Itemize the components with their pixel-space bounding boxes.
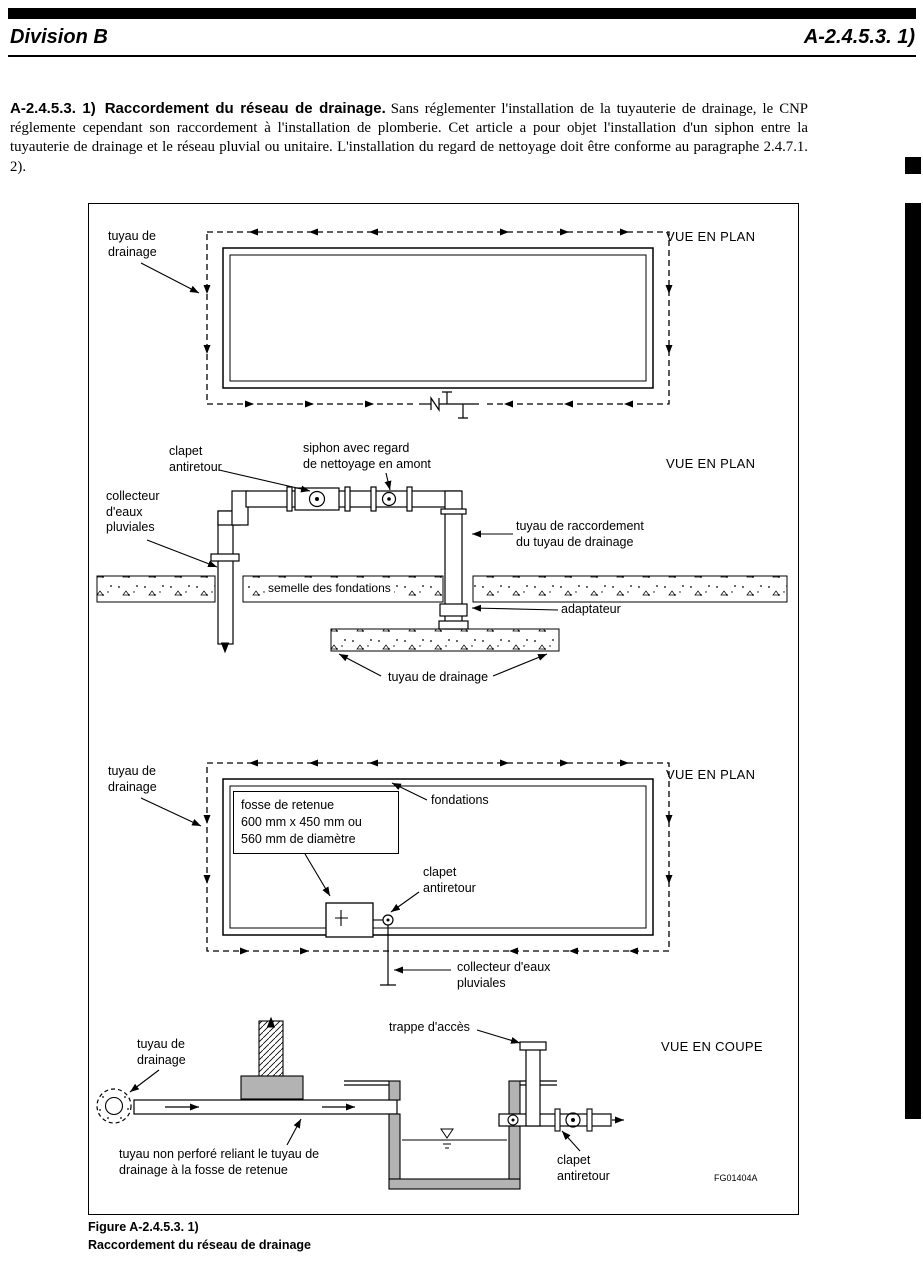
leaders-diagram2 bbox=[146, 469, 559, 677]
label-d3-clapet: clapet antiretour bbox=[423, 865, 476, 895]
label-d2-clapet: clapet antiretour bbox=[169, 444, 222, 474]
footing-block bbox=[240, 1075, 304, 1100]
article-number: A-2.4.5.3. 1) bbox=[10, 99, 96, 117]
cleanout-trap-symbol bbox=[381, 491, 397, 507]
diagram-section bbox=[96, 1017, 624, 1190]
label-d4-clapet: clapet antiretour bbox=[557, 1153, 610, 1183]
header-rule bbox=[8, 55, 916, 57]
label-d2-siphon: siphon avec regard de nettoyage en amont bbox=[303, 441, 431, 471]
leaders-diagram4 bbox=[129, 1029, 581, 1152]
label-d4-trappe: trappe d'accès bbox=[389, 1020, 470, 1034]
label-d2-tuyau-drainage: tuyau de drainage bbox=[388, 670, 489, 684]
label-d2-raccordement: tuyau de raccordement du tuyau de draina… bbox=[516, 519, 644, 549]
label-d4-tuyau-non-perfore: tuyau non perforé reliant le tuyau de dr… bbox=[119, 1147, 320, 1177]
solid-pipe-to-sump bbox=[133, 1099, 398, 1115]
storm-connector-line bbox=[380, 925, 396, 986]
foundation-inner-rect-2 bbox=[229, 785, 647, 929]
change-indicator-small bbox=[905, 157, 921, 174]
change-indicator-bar bbox=[905, 203, 921, 1119]
drain-loop-dashed-2 bbox=[206, 762, 670, 952]
siphon-symbol bbox=[419, 391, 479, 419]
ground-line bbox=[344, 1080, 557, 1086]
pipe-assembly bbox=[210, 486, 469, 645]
label-d2-collecteur: collecteur d'eaux pluviales bbox=[106, 489, 160, 535]
retention-sump-symbol bbox=[325, 902, 374, 938]
access-hatch-cap bbox=[519, 1041, 547, 1051]
label-d3-fondations: fondations bbox=[431, 793, 489, 807]
figure-frame: tuyau de drainage VUE EN PLAN clapet ant… bbox=[88, 203, 799, 1215]
storm-connector-pipe bbox=[217, 510, 234, 645]
check-valve-symbol bbox=[308, 490, 326, 508]
water-level-symbol bbox=[440, 1128, 454, 1139]
top-rule-bar bbox=[8, 8, 916, 19]
footing-band-left bbox=[96, 575, 216, 603]
label-d3-collecteur: collecteur d'eaux pluviales bbox=[457, 960, 551, 990]
article-title: Raccordement du réseau de drainage. bbox=[104, 99, 386, 117]
access-riser-pipe bbox=[525, 1046, 541, 1127]
view-label-plan1: VUE EN PLAN bbox=[666, 229, 756, 244]
article-paragraph: A-2.4.5.3. 1) Raccordement du réseau de d… bbox=[10, 99, 808, 177]
article-body-text: Sans réglementer l'installation de la tu… bbox=[10, 100, 808, 175]
foundation-outer-rect-2 bbox=[222, 778, 654, 936]
foundation-outer-rect bbox=[222, 247, 654, 389]
drain-loop-dashed bbox=[206, 231, 670, 405]
drawing-code: FG01404A bbox=[714, 1173, 758, 1183]
label-d3-fosse-box: fosse de retenue 600 mm x 450 mm ou 560 … bbox=[233, 791, 399, 854]
drain-pipe-end-view bbox=[96, 1088, 132, 1124]
leaders-diagram3 bbox=[140, 782, 451, 974]
leader-d1-tuyau bbox=[140, 262, 200, 294]
label-d4-tuyau-drainage: tuyau de drainage bbox=[137, 1037, 186, 1067]
sump-walls bbox=[388, 1080, 521, 1190]
figure-caption-number: Figure A-2.4.5.3. 1) bbox=[88, 1220, 199, 1234]
view-label-coupe: VUE EN COUPE bbox=[661, 1039, 763, 1054]
figure-caption-title: Raccordement du réseau de drainage bbox=[88, 1238, 311, 1252]
diagram-plan-sump bbox=[140, 759, 673, 986]
check-valve-symbol-3 bbox=[565, 1112, 581, 1128]
label-d2-semelle: semelle des fondations bbox=[265, 581, 394, 596]
label-d2-adaptateur: adaptateur bbox=[561, 602, 621, 616]
running-header-left: Division B bbox=[10, 26, 108, 48]
downflow-arrow bbox=[221, 642, 229, 653]
view-label-plan2: VUE EN PLAN bbox=[666, 456, 756, 471]
view-label-plan3: VUE EN PLAN bbox=[666, 767, 756, 782]
figure-drawing bbox=[96, 228, 788, 1190]
running-header-right: A-2.4.5.3. 1) bbox=[803, 26, 915, 48]
horizontal-pipe bbox=[245, 490, 462, 508]
drain-pipe-band bbox=[330, 628, 560, 652]
flow-arrows-loop2 bbox=[203, 759, 673, 955]
label-d1-tuyau-drainage: tuyau de drainage bbox=[108, 229, 157, 259]
diagram-plan-loop bbox=[140, 228, 673, 419]
adapter-fitting bbox=[439, 603, 468, 617]
foundation-wall-section bbox=[258, 1020, 284, 1079]
foundation-inner-rect bbox=[229, 254, 647, 382]
label-d3-tuyau-drainage: tuyau de drainage bbox=[108, 764, 157, 794]
footing-band-right bbox=[472, 575, 788, 603]
diagram-piping bbox=[96, 469, 788, 677]
